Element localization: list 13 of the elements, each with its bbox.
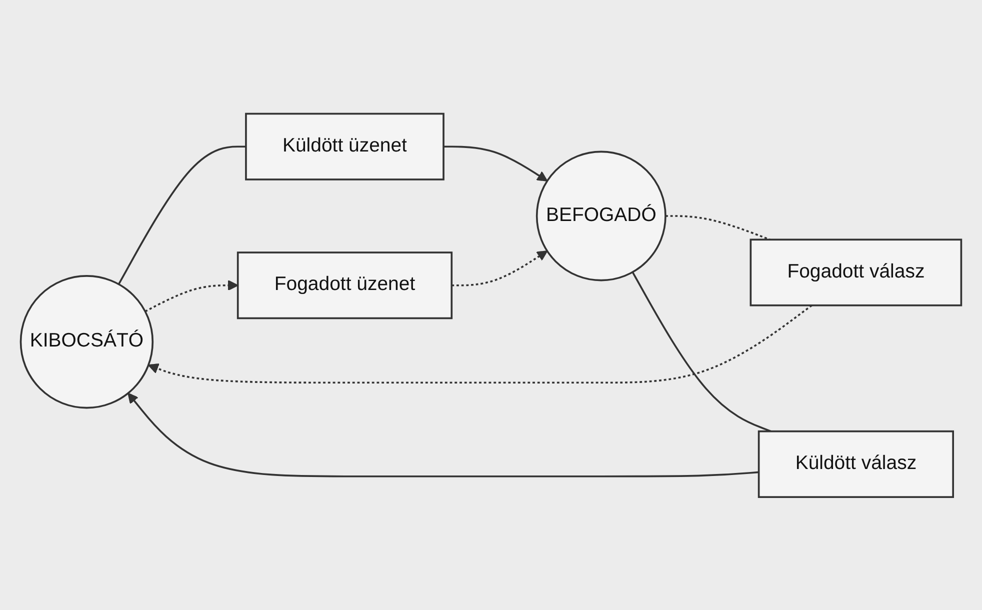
arrow [444,145,548,182]
connector [118,145,246,284]
connector [632,271,772,432]
node-box: Küldött válasz [758,430,954,498]
arrow [128,392,759,477]
node-circle: BEFOGADÓ [536,150,666,281]
node-box: Fogadott válasz [750,238,962,306]
node-box: Küldött üzenet [245,112,444,180]
arrow [148,304,812,384]
arrow [452,250,548,286]
node-box: Fogadott üzenet [236,251,453,319]
node-circle: KIBOCSÁTÓ [20,274,154,408]
arrow [144,280,238,312]
